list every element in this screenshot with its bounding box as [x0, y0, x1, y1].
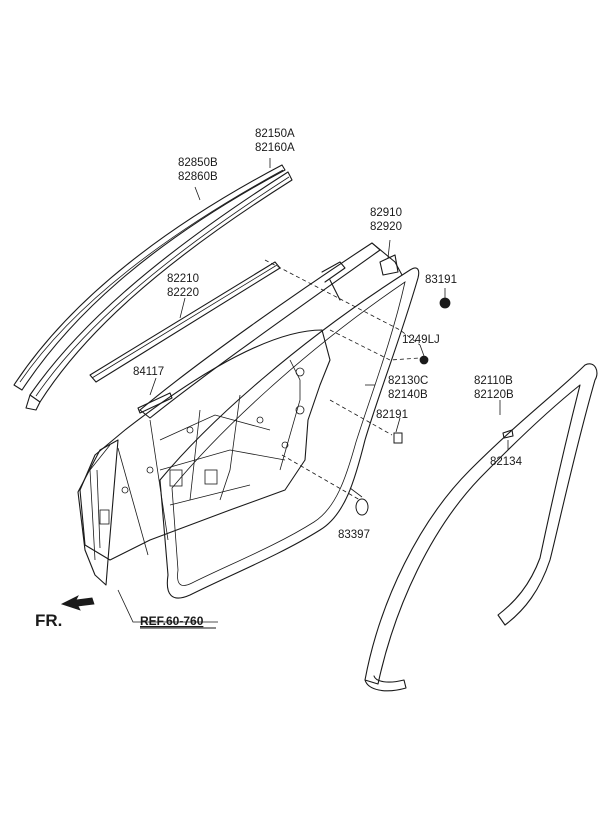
label-82860B: 82860B — [178, 171, 218, 183]
opening-weatherstrip — [364, 363, 598, 692]
label-82160A: 82160A — [255, 142, 295, 154]
clip-82134 — [502, 429, 514, 439]
trim-84117 — [137, 392, 173, 414]
label-82130C: 82130C — [388, 375, 428, 387]
label-82140B: 82140B — [388, 389, 428, 401]
label-1249LJ: 1249LJ — [402, 334, 440, 346]
door-window-frame — [139, 242, 403, 419]
front-direction-label: FR. — [35, 611, 62, 630]
plug-82191 — [393, 432, 403, 444]
bolt-1249LJ — [419, 355, 429, 365]
bracket-82910 — [379, 254, 399, 276]
drip-molding-strip — [25, 171, 293, 411]
label-82150A: 82150A — [255, 128, 295, 140]
clip-83191 — [439, 297, 451, 309]
label-83397: 83397 — [338, 529, 370, 541]
label-83191: 83191 — [425, 274, 457, 286]
reference-label: REF.60-760 — [140, 614, 204, 628]
leader-lines — [117, 158, 509, 623]
roof-molding-strip — [13, 164, 286, 391]
label-82850B: 82850B — [178, 157, 218, 169]
door-outer-skin — [77, 439, 119, 586]
label-82191: 82191 — [376, 409, 408, 421]
plug-83397 — [355, 498, 369, 516]
label-82134: 82134 — [490, 456, 523, 468]
label-82910: 82910 — [370, 207, 402, 219]
label-82210: 82210 — [167, 273, 199, 285]
label-84117: 84117 — [133, 366, 164, 378]
front-arrow-icon — [60, 595, 95, 611]
label-82920: 82920 — [370, 221, 402, 233]
body-weatherstrip — [159, 267, 420, 599]
label-82120B: 82120B — [474, 389, 514, 401]
dashed-leaders — [264, 259, 421, 501]
label-82220: 82220 — [167, 287, 199, 299]
label-82110B: 82110B — [474, 375, 513, 387]
